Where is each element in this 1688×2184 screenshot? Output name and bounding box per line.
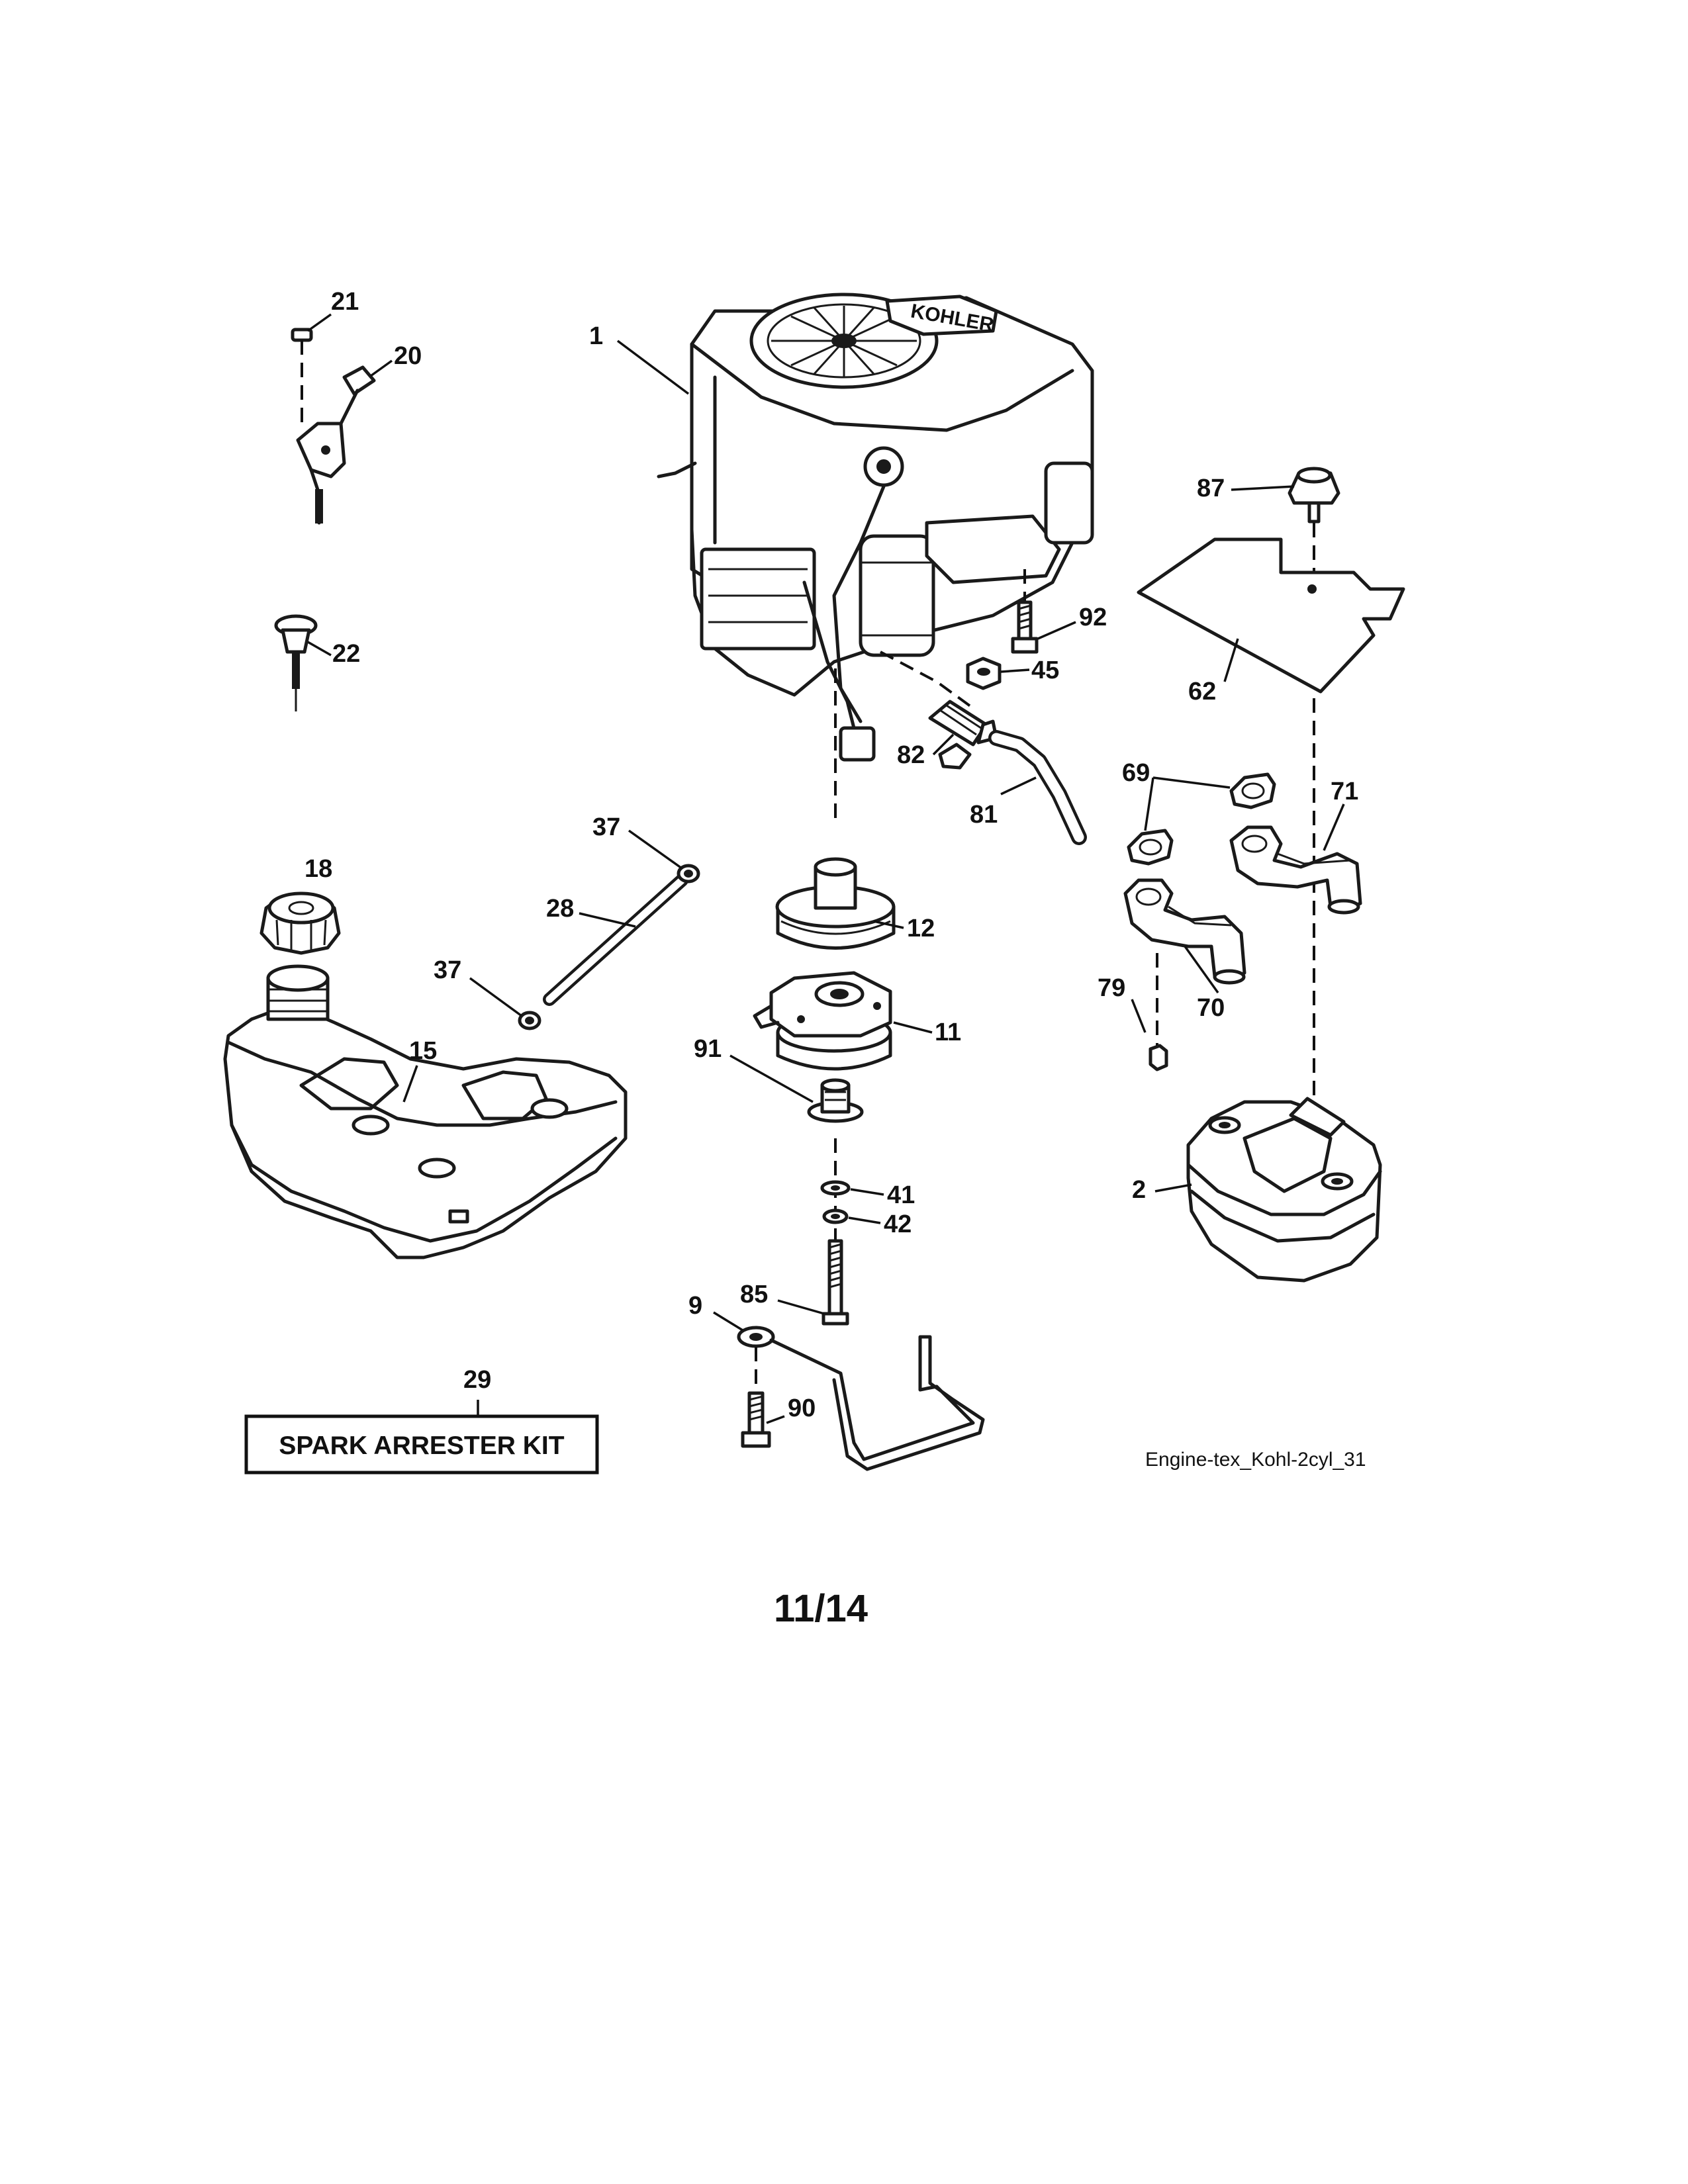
screw-21: [291, 328, 313, 424]
callout-71: 71: [1331, 778, 1358, 805]
callout-41: 41: [887, 1181, 915, 1209]
screw-79: [1149, 953, 1168, 1071]
callout-22: 22: [332, 640, 360, 668]
leader-42: [848, 1216, 881, 1224]
callout-9: 9: [688, 1292, 702, 1320]
spark-arrester-kit-label: SPARK ARRESTER KIT: [279, 1432, 564, 1460]
gasket-69-middle: [1127, 829, 1174, 866]
leader-2: [1154, 1183, 1192, 1193]
callout-2: 2: [1132, 1176, 1146, 1204]
clamp-37-lower: [518, 1011, 541, 1030]
leader-12: [873, 920, 904, 929]
bolt-90: [741, 1347, 771, 1448]
callout-37-upper: 37: [592, 813, 620, 841]
fuel-tank-15: [223, 964, 628, 1259]
callout-69: 69: [1122, 759, 1150, 787]
fuel-line-routing: [880, 651, 974, 709]
fuel-filter-82: [928, 700, 998, 770]
leader-90: [766, 1415, 785, 1424]
bolt-85: [821, 1239, 849, 1326]
engine-assembly: KOHLER: [657, 293, 1094, 762]
leader-69-a: [1152, 776, 1231, 789]
callout-29: 29: [463, 1366, 491, 1394]
bolt-92: [1011, 569, 1039, 654]
callout-20: 20: [394, 342, 422, 370]
callout-70: 70: [1197, 994, 1225, 1022]
callout-91: 91: [694, 1035, 722, 1063]
leader-41: [850, 1188, 884, 1196]
callout-37-lower: 37: [434, 956, 461, 984]
callout-90: 90: [788, 1394, 816, 1422]
clamp-37-upper: [677, 864, 700, 884]
spark-arrester-kit-box: SPARK ARRESTER KIT: [244, 1414, 599, 1475]
callout-82: 82: [897, 741, 925, 769]
pto-clutch-11: [753, 971, 892, 1071]
leader-22: [307, 641, 332, 657]
callout-12: 12: [907, 915, 935, 942]
exhaust-pipe-71: [1229, 825, 1362, 915]
leader-1: [616, 340, 690, 395]
callout-18: 18: [305, 855, 332, 883]
exhaust-pipe-70: [1123, 878, 1246, 985]
leader-70: [1184, 945, 1219, 994]
callout-79: 79: [1098, 974, 1125, 1002]
nut-45: [966, 657, 1002, 690]
leader-79: [1131, 999, 1147, 1033]
throttle-control-assembly: [296, 365, 376, 525]
gasket-69-top: [1229, 772, 1276, 809]
page-number: 11/14: [774, 1587, 868, 1630]
washer-42: [822, 1208, 849, 1224]
callout-92: 92: [1079, 604, 1107, 631]
screw-87: [1288, 467, 1340, 688]
leader-28: [579, 912, 636, 928]
leader-71: [1323, 803, 1345, 851]
leader-9: [713, 1311, 743, 1332]
callout-42: 42: [884, 1210, 912, 1238]
callout-45: 45: [1031, 657, 1059, 684]
washer-41: [820, 1180, 851, 1196]
pulley-12: [775, 857, 896, 950]
callout-85: 85: [740, 1281, 768, 1308]
spacer-91: [807, 1078, 864, 1123]
leader-81: [1000, 776, 1037, 796]
callout-81: 81: [970, 801, 998, 829]
callout-11: 11: [935, 1019, 961, 1046]
heat-shield-62: [1137, 537, 1405, 694]
rod-9: [737, 1326, 985, 1471]
muffler-2: [1186, 1097, 1382, 1283]
callout-28: 28: [546, 895, 574, 923]
leader-45: [1000, 668, 1030, 673]
drawing-reference: Engine-tex_Kohl-2cyl_31: [1145, 1449, 1366, 1471]
leader-15: [402, 1065, 418, 1103]
leader-69-b: [1144, 777, 1154, 831]
leader-37-upper: [628, 829, 683, 870]
leader-11: [893, 1021, 933, 1034]
leader-87: [1231, 485, 1295, 491]
callout-15: 15: [409, 1037, 437, 1065]
leader-37-lower: [469, 977, 523, 1017]
callout-87: 87: [1197, 475, 1225, 502]
callout-21: 21: [331, 288, 359, 316]
callout-1: 1: [589, 322, 603, 350]
leader-85: [777, 1299, 825, 1315]
leader-62: [1223, 638, 1239, 682]
leader-20: [369, 359, 393, 377]
fuel-line-28: [543, 874, 688, 1006]
leader-82: [932, 733, 955, 756]
callout-62: 62: [1188, 678, 1216, 705]
leader-92: [1037, 621, 1076, 640]
leader-91: [729, 1054, 814, 1103]
fuel-cap-18: [259, 891, 341, 955]
fuel-line-81: [988, 730, 1087, 845]
leader-21: [306, 313, 332, 332]
choke-knob-22: [274, 614, 318, 711]
